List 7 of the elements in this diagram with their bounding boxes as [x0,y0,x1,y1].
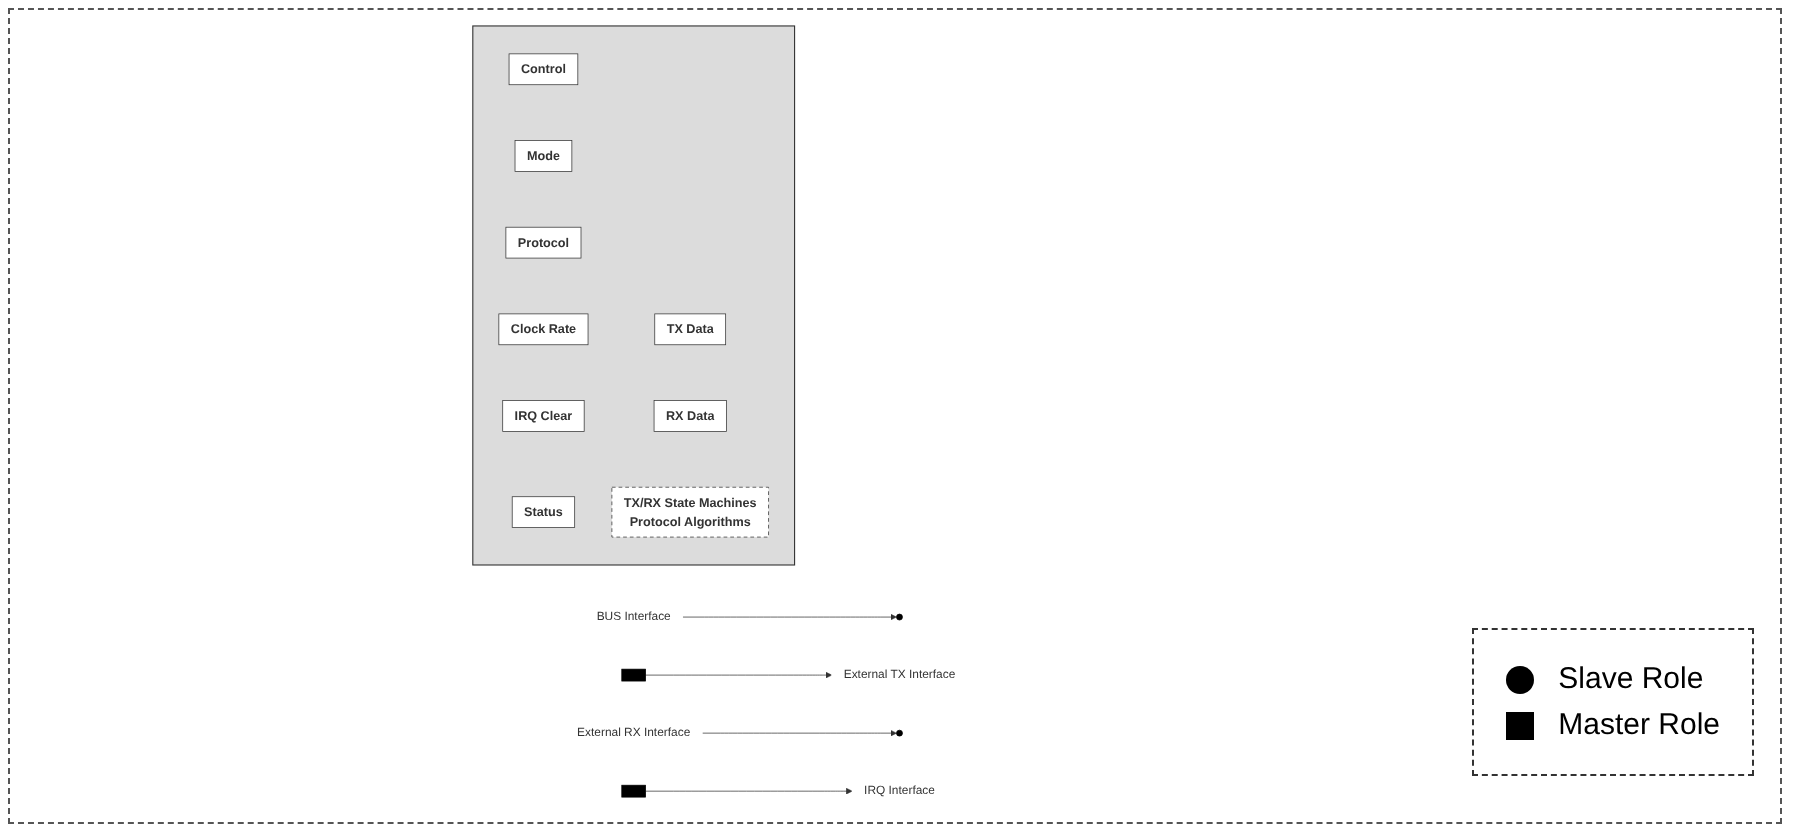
legend-label: Master Role [1558,708,1720,742]
legend-label: Slave Role [1558,662,1704,696]
node-box [621,668,646,682]
node-box [621,784,646,798]
node-circle [896,613,903,621]
cluster [472,25,796,566]
node-circle [896,729,903,737]
